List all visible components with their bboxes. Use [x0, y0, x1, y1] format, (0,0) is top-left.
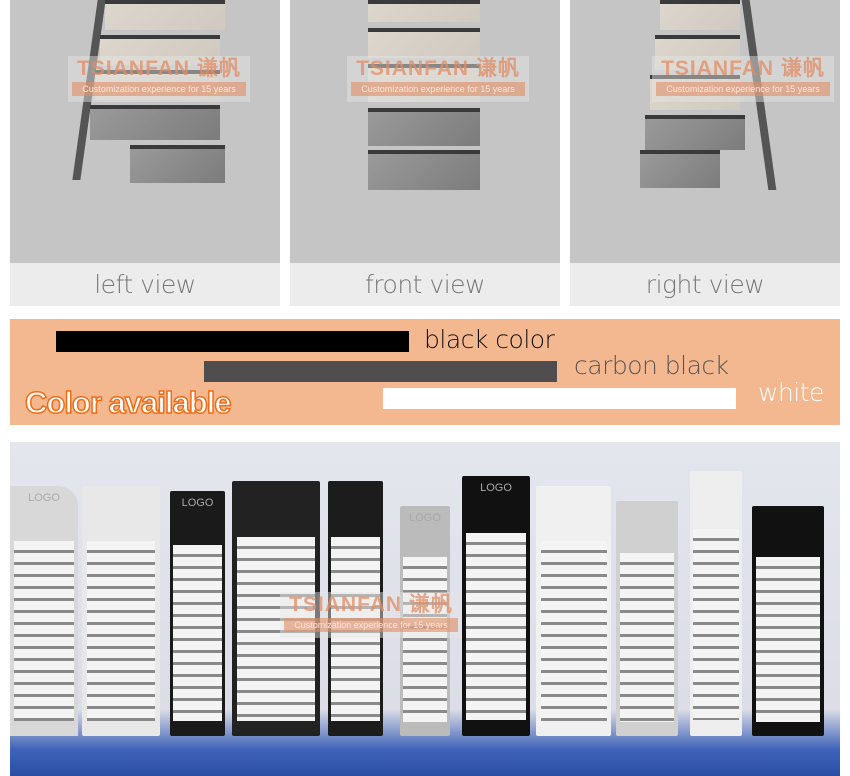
- color-available-title: Color available: [24, 384, 232, 421]
- carbon-black-swatch: [204, 361, 557, 382]
- right-view-label: right view: [570, 263, 840, 306]
- front-view-label: front view: [290, 263, 560, 306]
- left-view-label: left view: [10, 263, 280, 306]
- carbon-black-label: carbon black: [574, 351, 729, 380]
- white-label: white: [758, 378, 824, 407]
- black-swatch: [56, 331, 409, 352]
- black-color-label: black color: [424, 325, 555, 354]
- white-swatch: [383, 388, 736, 409]
- color-options-banner: black color carbon black white Color ava…: [10, 319, 840, 425]
